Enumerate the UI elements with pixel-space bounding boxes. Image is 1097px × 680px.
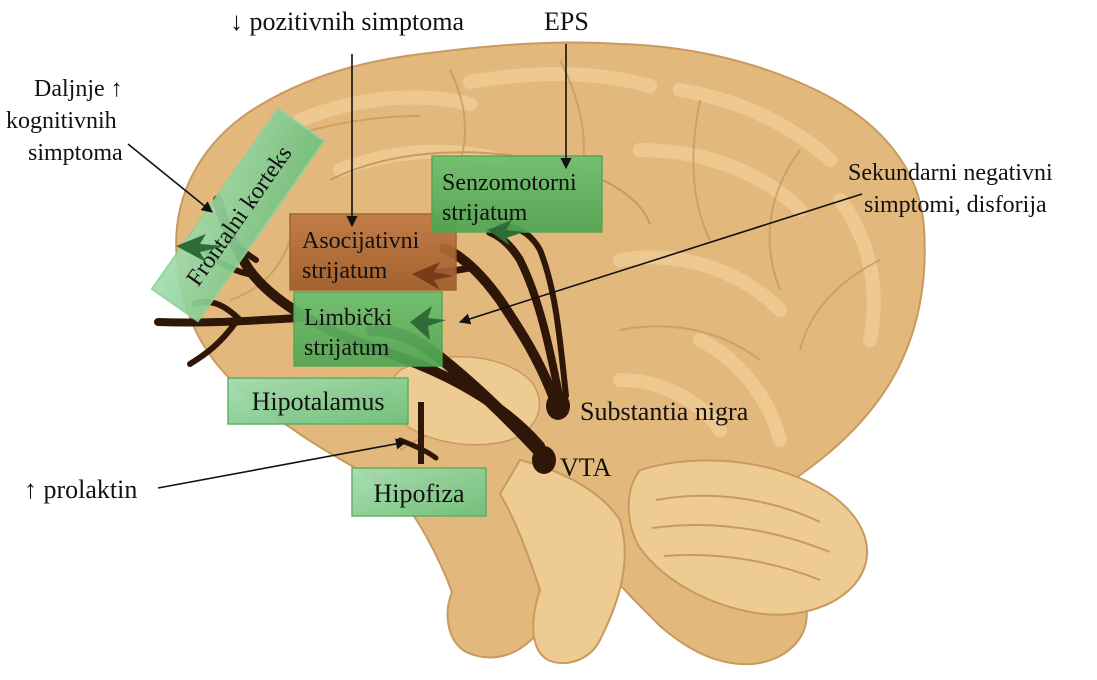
pituitary-label: Hipofiza — [374, 479, 465, 508]
negative-annotation-2: simptomi, disforija — [864, 192, 1047, 218]
cognitive-annotation-2: kognitivnih — [6, 108, 117, 134]
limbic-striatum-label-2: strijatum — [304, 335, 390, 361]
frontal-branch-lower — [158, 318, 300, 323]
negative-annotation-1: Sekundarni negativni — [848, 160, 1053, 186]
associative-striatum-label-2: strijatum — [302, 258, 388, 284]
hypothalamus-box: Hipotalamus — [228, 378, 408, 424]
cognitive-annotation-1: Daljnje ↑ — [34, 76, 123, 102]
positive-symptoms-annotation: ↓ pozitivnih simptoma — [230, 7, 464, 36]
vta-body — [532, 446, 556, 474]
associative-striatum-label-1: Asocijativni — [302, 228, 420, 254]
prolactin-annotation: ↑ prolaktin — [24, 475, 137, 504]
cognitive-annotation-3: simptoma — [28, 140, 123, 166]
substantia-nigra-body — [546, 392, 570, 420]
pituitary-box: Hipofiza — [352, 468, 486, 516]
sensorimotor-striatum-label-1: Senzomotorni — [442, 170, 577, 196]
limbic-striatum-label-1: Limbički — [304, 305, 392, 331]
sensorimotor-striatum-label-2: strijatum — [442, 200, 528, 226]
substantia-nigra-label: Substantia nigra — [580, 397, 749, 426]
tuberoinfundibular-stalk — [418, 402, 424, 464]
sensorimotor-striatum-box: Senzomotorni strijatum — [432, 156, 602, 232]
eps-annotation: EPS — [544, 7, 589, 36]
vta-label: VTA — [560, 453, 612, 482]
hypothalamus-label: Hipotalamus — [252, 387, 385, 416]
